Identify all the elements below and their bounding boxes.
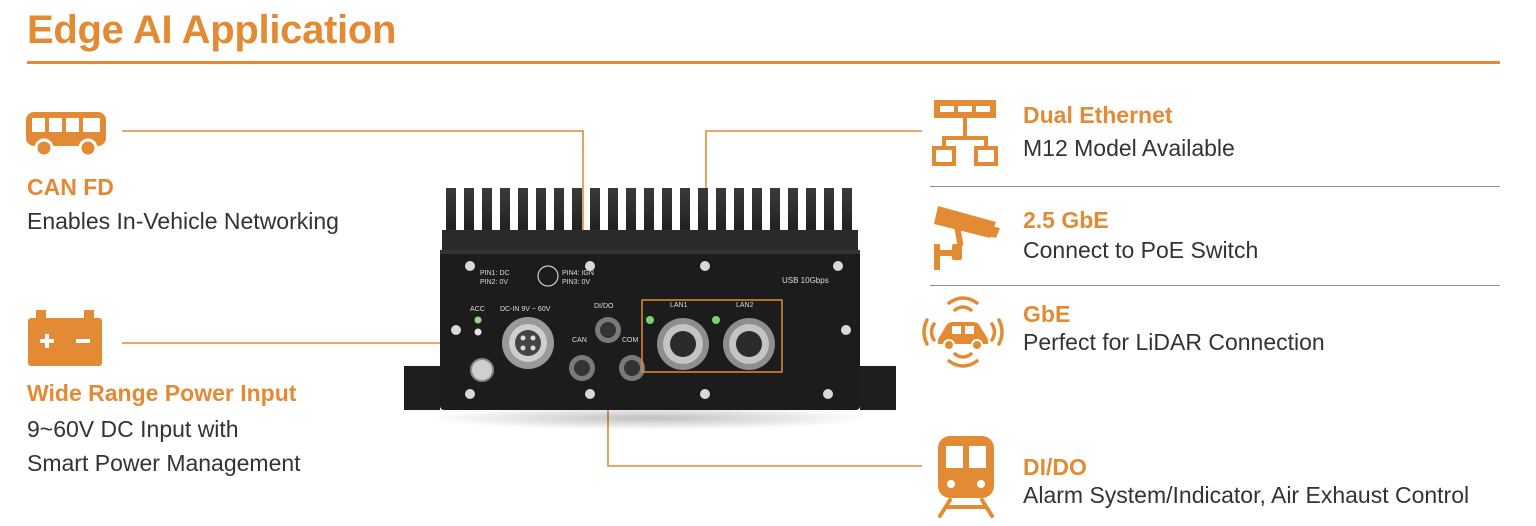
pin1-label: PIN1: DC xyxy=(480,270,510,277)
battery-icon xyxy=(28,310,102,366)
power-heading: Wide Range Power Input xyxy=(27,380,297,406)
can-fd-heading: CAN FD xyxy=(27,174,114,200)
lan2-label: LAN2 xyxy=(736,302,754,309)
dual-ethernet-text: M12 Model Available xyxy=(1023,135,1235,161)
network-icon xyxy=(932,100,998,166)
dido-text: Alarm System/Indicator, Air Exhaust Cont… xyxy=(1023,482,1470,508)
gbe-heading: GbE xyxy=(1023,301,1071,327)
lan1-label: LAN1 xyxy=(670,302,688,309)
gbe25-heading: 2.5 GbE xyxy=(1023,207,1109,233)
pin4-label: PIN4: IGN xyxy=(562,270,594,277)
dido-label: DI/DO xyxy=(594,303,614,310)
power-text-line2: Smart Power Management xyxy=(27,450,301,476)
dido-heading: DI/DO xyxy=(1023,454,1087,480)
train-icon xyxy=(938,436,994,518)
acc-label: ACC xyxy=(470,306,485,313)
dual-ethernet-heading: Dual Ethernet xyxy=(1023,102,1173,128)
edge-ai-device: PIN1: DC PIN2: 0V PIN4: IGN PIN3: 0V USB… xyxy=(404,188,896,430)
bus-icon xyxy=(26,112,106,158)
separator-2 xyxy=(930,285,1500,286)
separator-1 xyxy=(930,186,1500,187)
com-label: COM xyxy=(622,337,639,344)
page-title: Edge AI Application xyxy=(27,8,397,52)
gbe25-text: Connect to PoE Switch xyxy=(1023,237,1259,263)
power-text-line1: 9~60V DC Input with xyxy=(27,416,239,442)
pin3-label: PIN3: 0V xyxy=(562,279,590,286)
pin2-label: PIN2: 0V xyxy=(480,279,508,286)
gbe-text: Perfect for LiDAR Connection xyxy=(1023,329,1325,355)
can-fd-text: Enables In-Vehicle Networking xyxy=(27,208,339,234)
can-label: CAN xyxy=(572,337,587,344)
lidar-car-icon xyxy=(922,296,1004,368)
title-underline xyxy=(27,61,1500,64)
camera-icon xyxy=(934,206,1000,270)
usb-label: USB 10Gbps xyxy=(782,276,829,285)
dcin-label: DC-IN 9V ~ 60V xyxy=(500,306,551,313)
